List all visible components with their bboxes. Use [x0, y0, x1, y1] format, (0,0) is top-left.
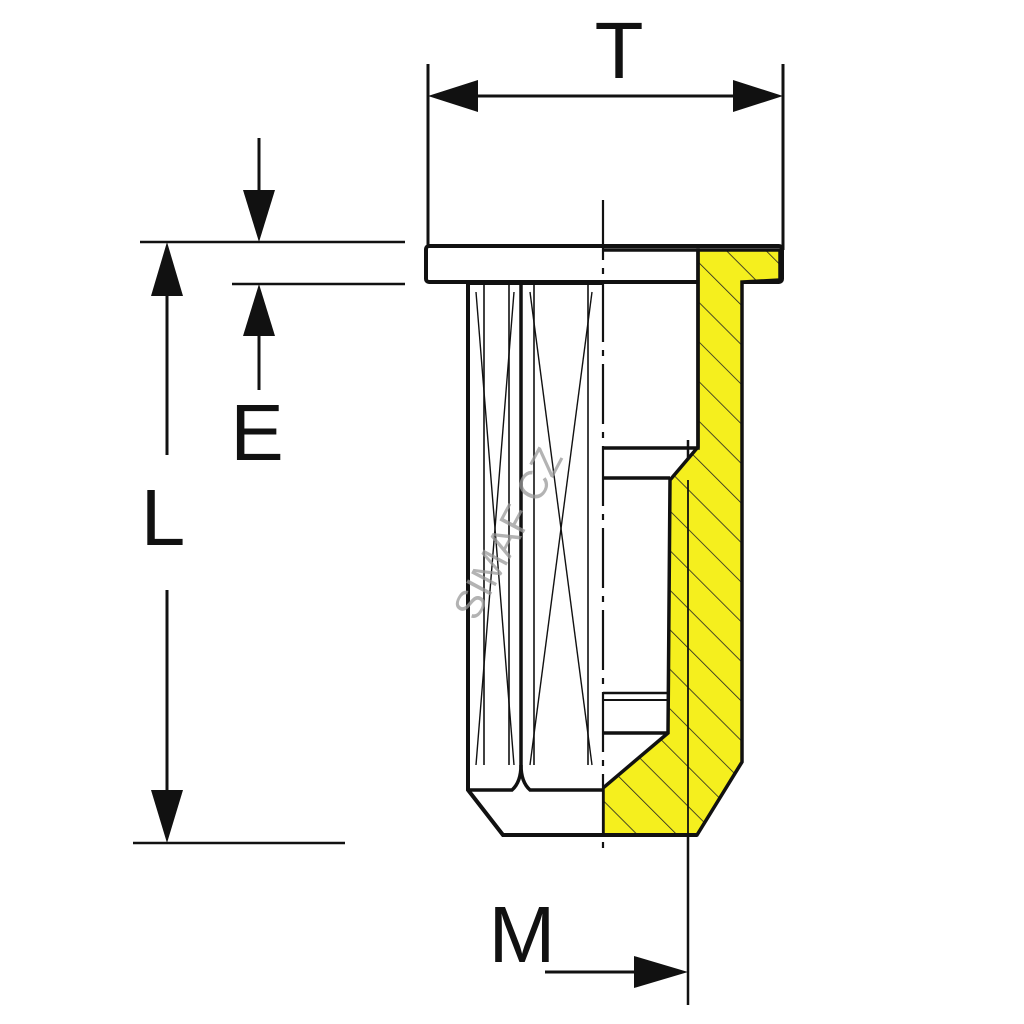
section-right-half: [601, 248, 782, 837]
m-arrow: [634, 956, 688, 988]
l-arrow-top: [151, 242, 183, 296]
rivet-nut-body: [424, 244, 784, 837]
knurl-line-4: [529, 291, 593, 766]
dimension-l: L: [133, 242, 345, 845]
l-arrow-bottom: [151, 790, 183, 843]
l-label: L: [141, 473, 186, 562]
hex-flat-edge-2: [519, 764, 603, 792]
dimension-e: E: [140, 138, 405, 477]
t-arrow-left: [428, 80, 478, 112]
t-label: T: [595, 6, 644, 95]
m-label: M: [489, 890, 556, 979]
dimension-t: T: [426, 6, 785, 250]
t-arrow-right: [733, 80, 783, 112]
bore-upper: [603, 248, 700, 450]
e-arrow-bottom: [243, 284, 275, 336]
e-arrow-top: [243, 190, 275, 242]
knurl-line-2: [475, 291, 515, 766]
e-label: E: [230, 388, 283, 477]
